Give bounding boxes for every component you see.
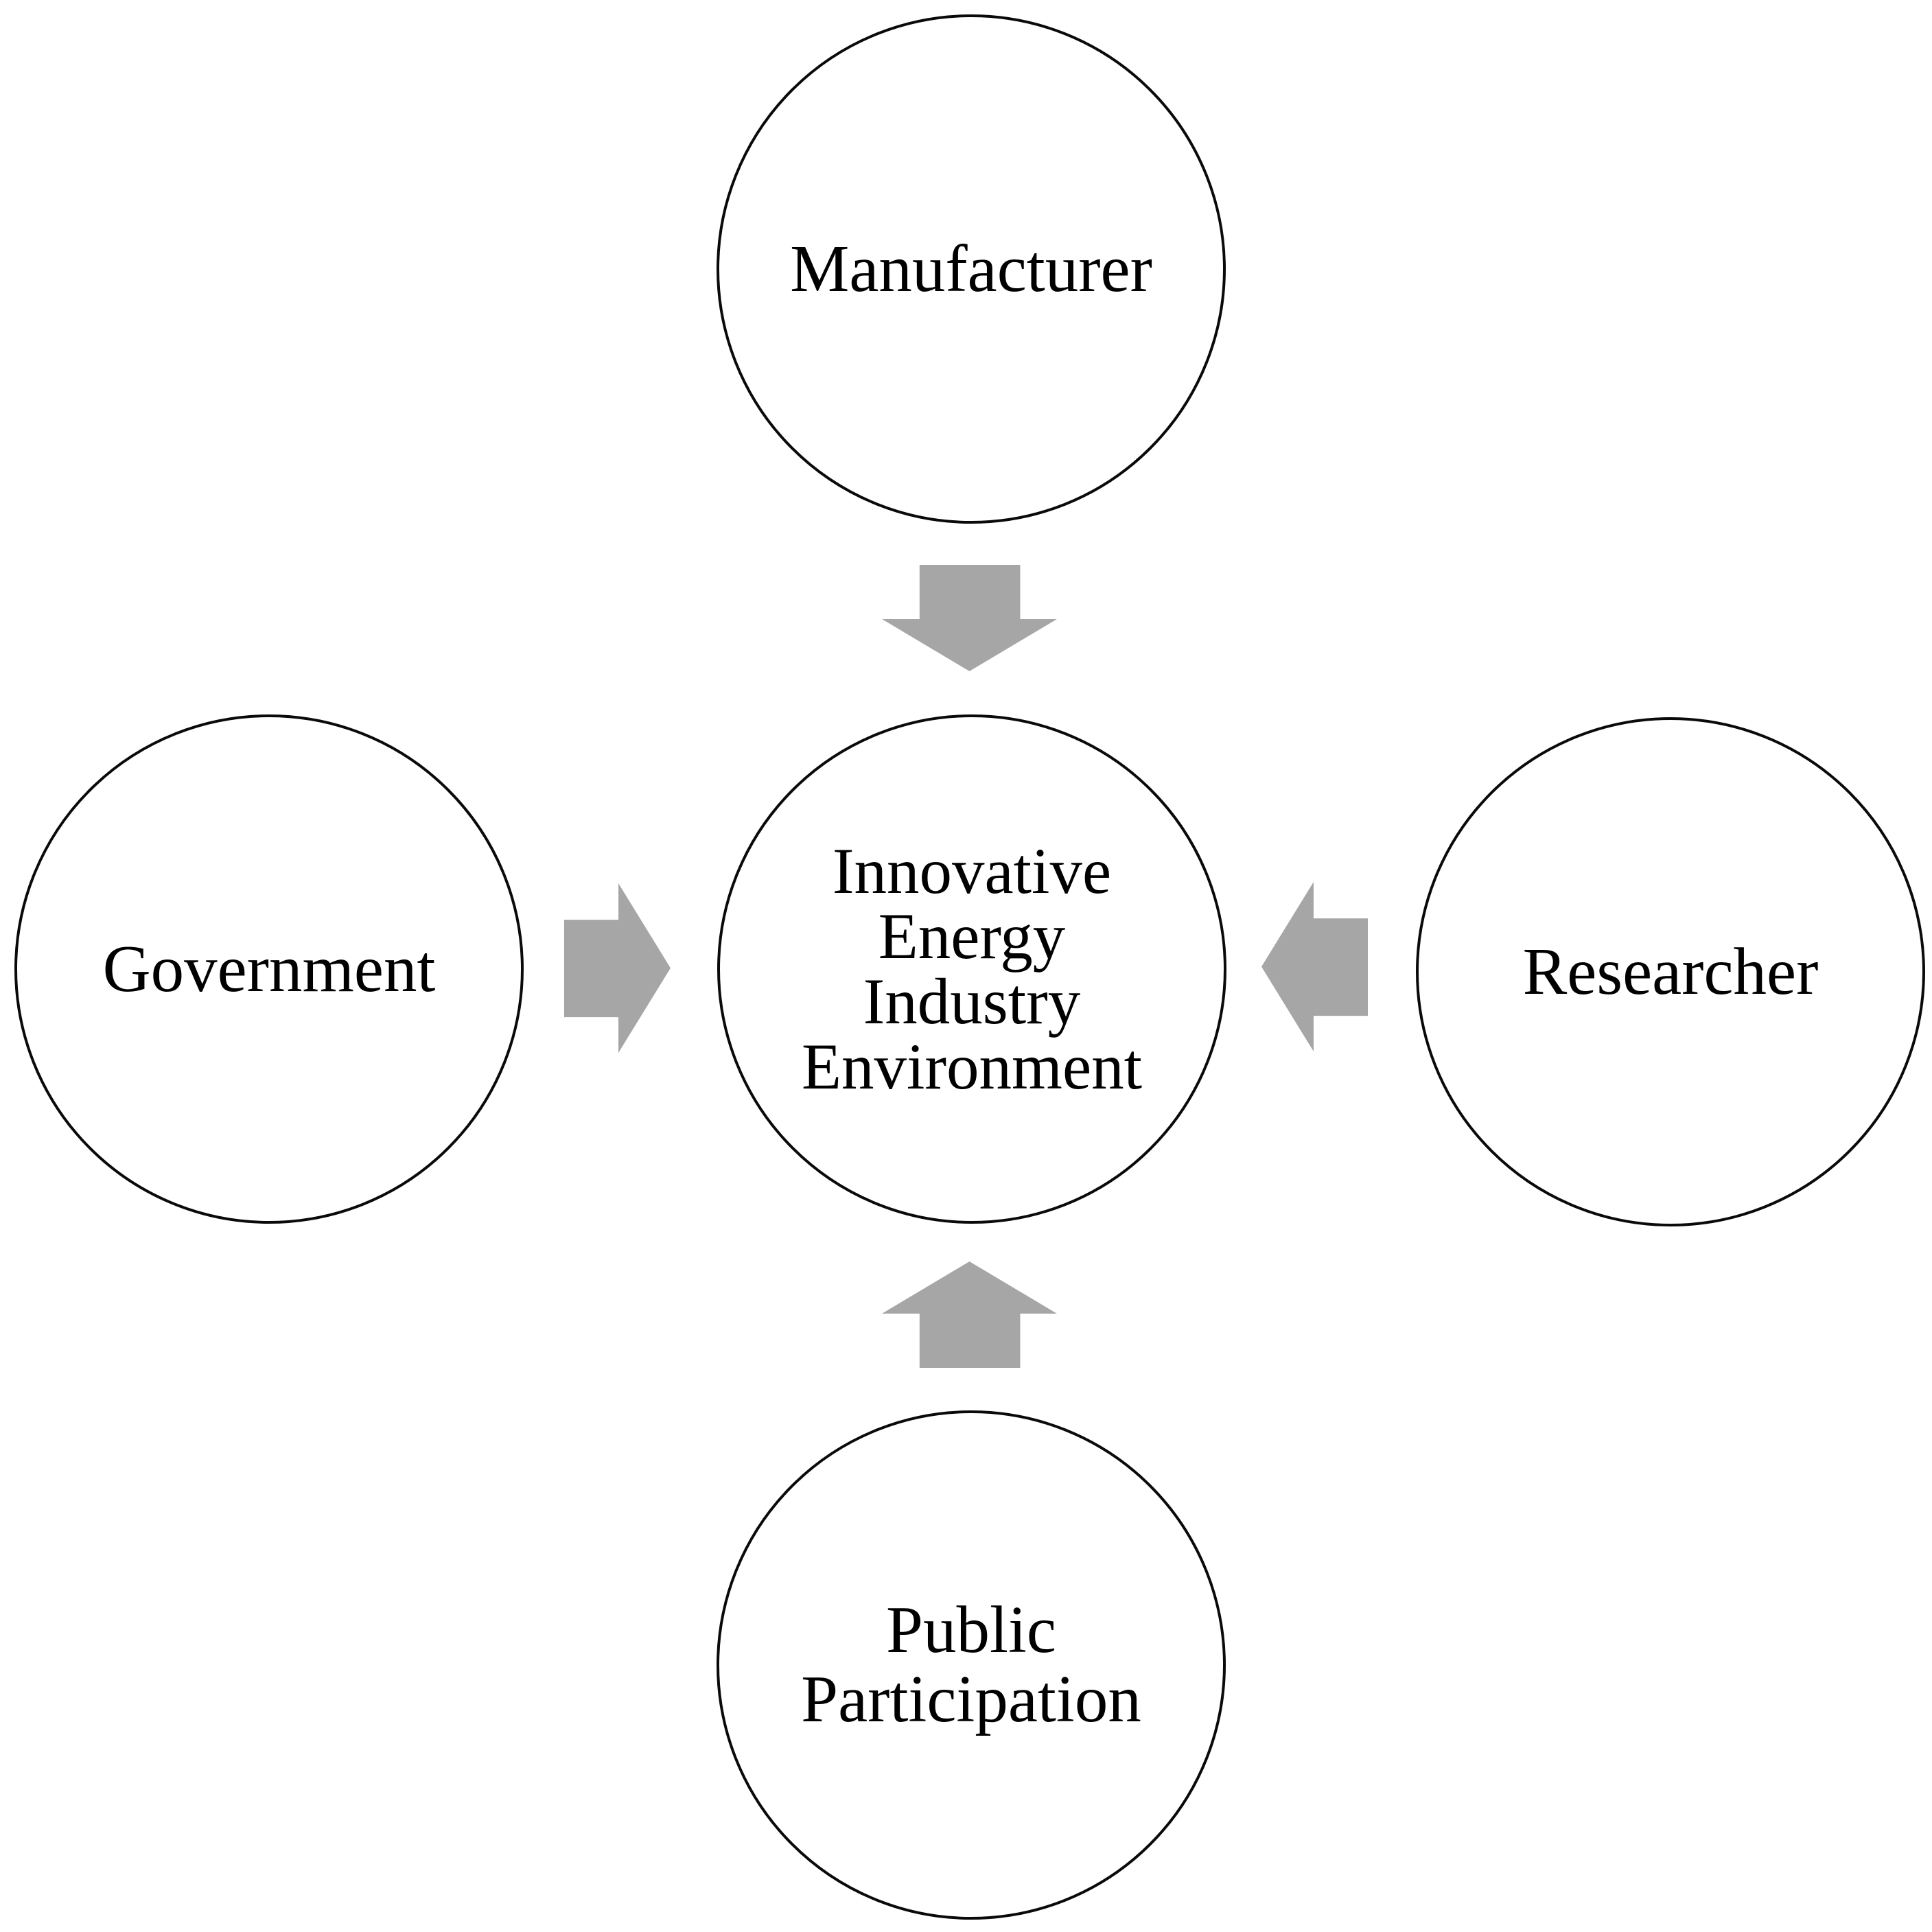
left-arrow-icon <box>1261 882 1368 1051</box>
government-label: Government <box>102 931 436 1005</box>
government-circle: Government <box>14 714 524 1224</box>
manufacturer-label: Manufacturer <box>790 231 1152 305</box>
down-arrow-icon <box>882 565 1057 671</box>
center-label-line1: Innovative <box>832 835 1112 907</box>
center-label-line3: Industry <box>863 965 1081 1038</box>
public-participation-label-line2: Participation <box>801 1662 1141 1736</box>
right-arrow-icon <box>564 883 671 1053</box>
center-label-line4: Environment <box>801 1030 1142 1103</box>
researcher-circle: Researcher <box>1416 717 1925 1226</box>
center-label-line2: Energy <box>878 900 1066 973</box>
researcher-label: Researcher <box>1522 934 1819 1008</box>
public-participation-label-line1: Public <box>886 1593 1056 1667</box>
up-arrow-icon <box>882 1261 1057 1368</box>
innovative-energy-industry-environment-circle: Innovative Energy Industry Environment <box>717 714 1226 1224</box>
public-participation-circle: Public Participation <box>717 1410 1226 1920</box>
manufacturer-circle: Manufacturer <box>717 14 1226 524</box>
